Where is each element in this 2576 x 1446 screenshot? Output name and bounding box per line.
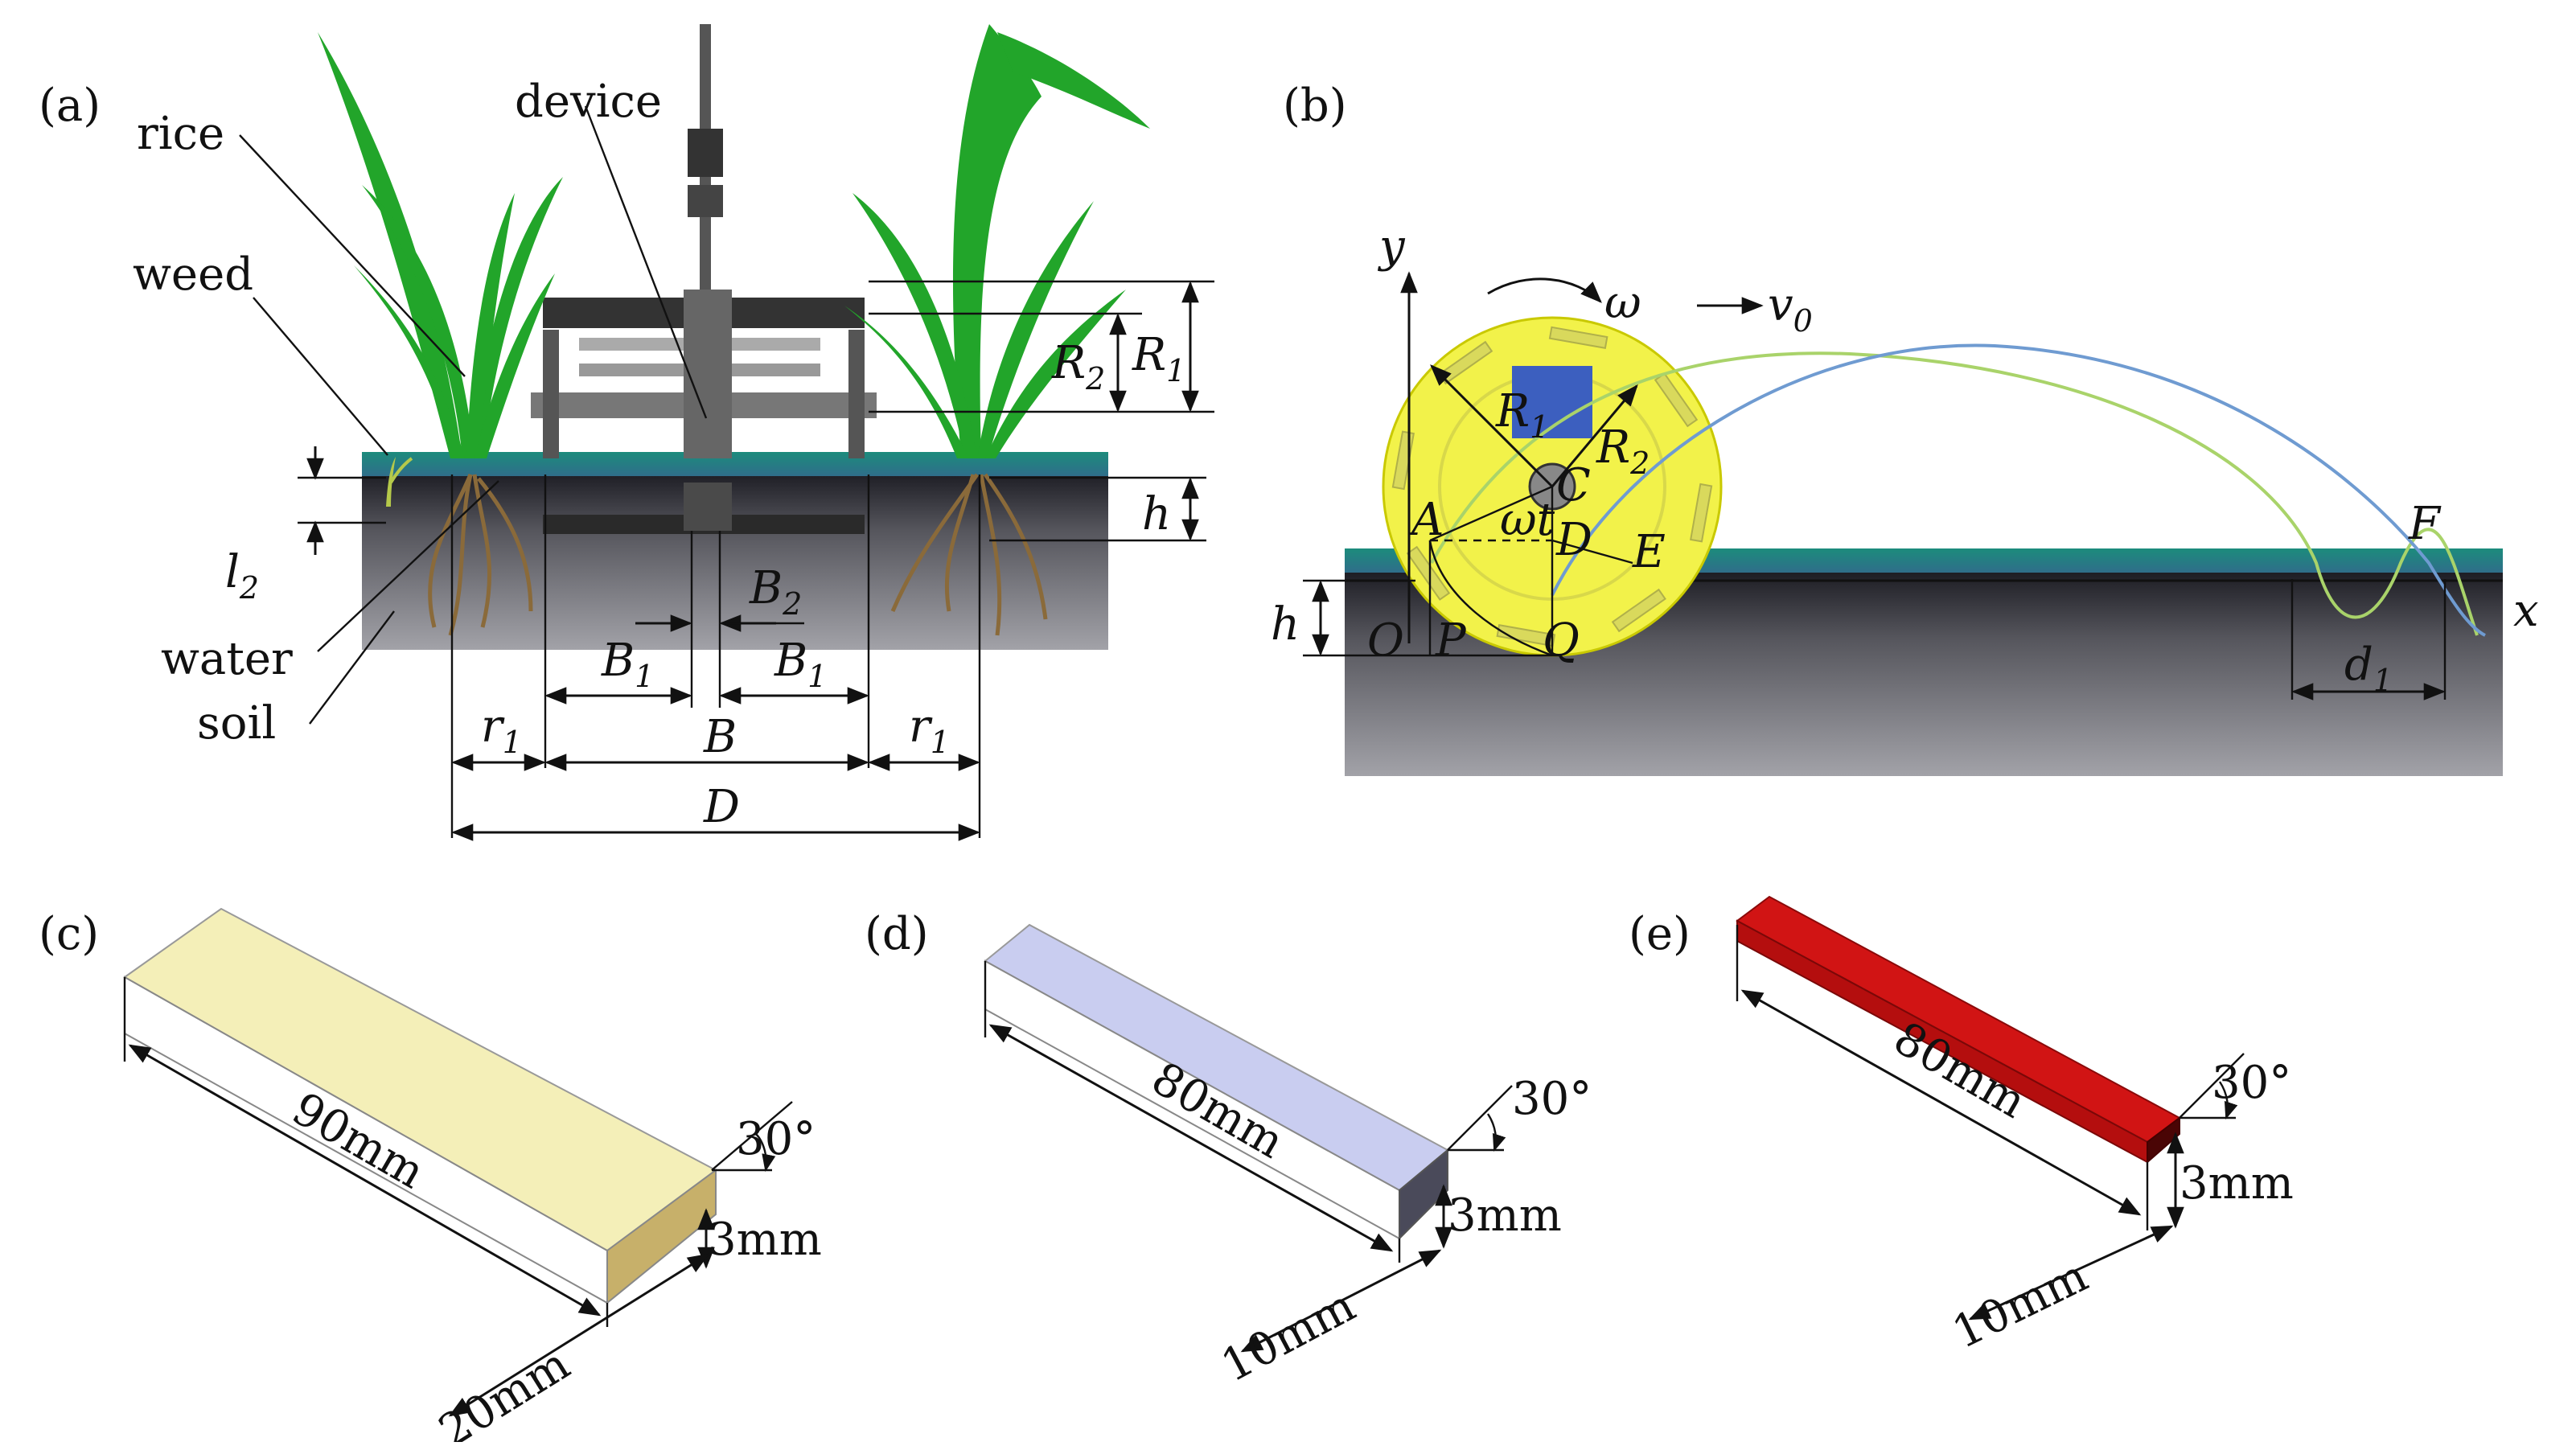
label-soil: soil (197, 697, 276, 750)
panel-d: (d) 80mm 30° 3mm 10mm (865, 908, 1592, 1393)
width-d: 10mm (1213, 1280, 1363, 1393)
water-leader (317, 480, 499, 652)
width-c: 20mm (430, 1338, 579, 1442)
panel-b-tag: (b) (1283, 80, 1347, 132)
width-e: 10mm (1945, 1250, 2096, 1359)
omega-arrow (1487, 277, 1602, 303)
panel-a: (a) (39, 24, 1214, 841)
axis-x-label: x (2513, 585, 2539, 637)
axis-y-label: y (1377, 220, 1406, 273)
point-O: O (1367, 614, 1404, 667)
panel-c-tag: (c) (39, 908, 99, 960)
point-P: P (1435, 614, 1467, 667)
angle-e: 30° (2212, 1057, 2291, 1109)
dim-R2: R2 (1051, 337, 1105, 396)
panel-d-tag: (d) (865, 908, 929, 960)
trajectory-blue (1551, 343, 2486, 637)
dim-B: B (703, 711, 737, 763)
R2-label-b: R2 (1596, 421, 1650, 481)
point-F: F (2408, 498, 2442, 550)
blade-e-top (1736, 895, 2181, 1144)
angle-d: 30° (1512, 1073, 1592, 1125)
dim-R1: R1 (1132, 329, 1185, 388)
rice-plant-left (318, 32, 563, 458)
thickness-d: 3mm (1448, 1189, 1562, 1242)
rice-roots-left (428, 474, 533, 636)
omega-t-label: ωt (1500, 494, 1555, 546)
rice-roots-right (890, 473, 1048, 636)
panel-c: (c) 90mm 30° 3mm 20mm (39, 907, 822, 1446)
point-Q: Q (1543, 614, 1580, 667)
point-D: D (1555, 514, 1592, 566)
label-water: water (161, 633, 293, 685)
dim-l2: l2 (225, 546, 259, 606)
rice-leader (239, 134, 466, 377)
dim-D: D (703, 781, 740, 833)
rice-plant-right (844, 24, 1150, 458)
blade-d-top (984, 923, 1449, 1192)
dim-r1-left: r1 (481, 700, 522, 760)
panel-e-tag: (e) (1629, 908, 1691, 960)
dim-d1: d1 (2344, 639, 2393, 698)
soil-leader (309, 610, 395, 725)
label-device: device (515, 76, 662, 128)
label-rice: rice (137, 108, 224, 160)
weed-plant (386, 457, 413, 507)
angle-c: 30° (736, 1113, 816, 1165)
thickness-e: 3mm (2180, 1157, 2294, 1210)
panel-a-tag: (a) (39, 80, 101, 132)
panel-e: (e) 80mm 30° 3mm 10mm (1629, 895, 2294, 1359)
device-leader (584, 105, 708, 419)
point-E: E (1632, 526, 1666, 578)
dim-B1-left: B1 (601, 635, 654, 694)
panel-b: (b) y x (1271, 80, 2539, 776)
dim-r1-right: r1 (909, 700, 950, 760)
dim-B2: B2 (749, 562, 802, 622)
point-C: C (1556, 459, 1591, 511)
dim-h-a: h (1142, 488, 1171, 540)
v0-label: v0 (1768, 279, 1813, 339)
weeding-device (531, 24, 877, 534)
omega-label: ω (1604, 277, 1641, 329)
weed-leader (253, 297, 388, 456)
label-weed: weed (133, 249, 253, 301)
dim-h-b: h (1271, 598, 1300, 651)
thickness-c: 3mm (708, 1214, 822, 1266)
dim-B1-right: B1 (774, 635, 827, 694)
R1-label-b: R1 (1495, 385, 1549, 445)
point-A: A (1407, 494, 1444, 546)
